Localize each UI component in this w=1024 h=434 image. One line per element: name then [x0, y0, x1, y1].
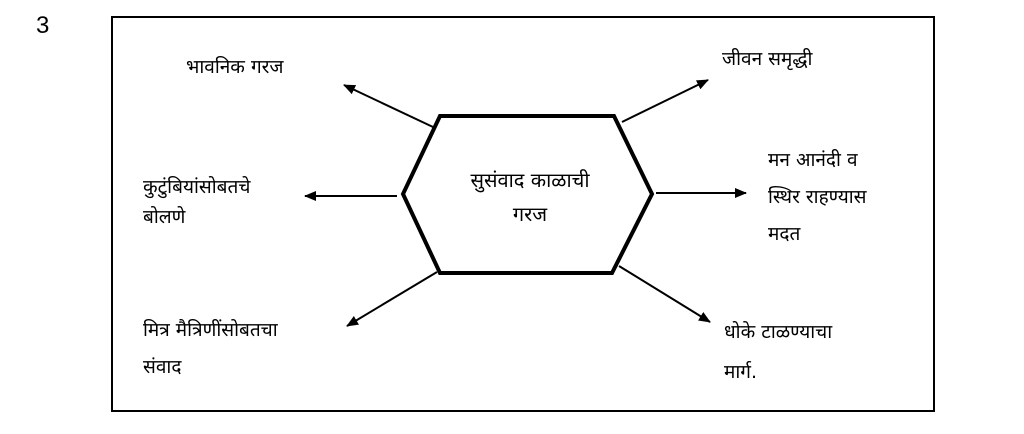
- node-top-right-line-1: जीवन समृद्धी: [722, 48, 813, 70]
- center-label: सुसंवाद काळाची गरज: [440, 163, 620, 231]
- node-bottom-right: धोके टाळण्याचा मार्ग.: [724, 312, 832, 392]
- center-line-1: सुसंवाद काळाची: [470, 168, 590, 192]
- arrow-bottom-left: [346, 271, 438, 327]
- node-mid-right-line-3: मदत: [768, 223, 801, 245]
- node-top-right: जीवन समृद्धी: [722, 44, 812, 74]
- arrow-top-left: [343, 84, 434, 128]
- node-mid-right-line-2: स्थिर राहण्यास: [768, 186, 867, 208]
- center-hexagon: [400, 114, 655, 275]
- node-bottom-right-line-1: धोके टाळण्याचा: [724, 321, 833, 343]
- node-top-left-line-1: भावनिक गरज: [186, 56, 284, 78]
- arrow-bottom-right: [618, 265, 711, 323]
- arrow-top-right: [621, 79, 709, 123]
- node-top-left: भावनिक गरज: [186, 52, 284, 82]
- node-bottom-left-line-1: मित्र मैत्रिणींसोबतचा: [143, 319, 278, 341]
- node-bottom-left-line-2: संवाद: [143, 356, 182, 378]
- node-mid-right: मन आनंदी व स्थिर राहण्यास मदत: [768, 142, 866, 253]
- center-line-2: गरज: [512, 202, 548, 226]
- diagram-frame: [111, 16, 935, 412]
- node-mid-left-line-2: बोलणे: [143, 206, 186, 228]
- node-bottom-right-line-2: मार्ग.: [724, 361, 758, 383]
- question-number: 3: [36, 12, 50, 39]
- node-mid-right-line-1: मन आनंदी व: [768, 149, 858, 171]
- node-mid-left: कुटुंबियांसोबतचे बोलणे: [143, 172, 250, 232]
- node-mid-left-line-1: कुटुंबियांसोबतचे: [143, 176, 251, 198]
- node-bottom-left: मित्र मैत्रिणींसोबतचा संवाद: [143, 312, 278, 386]
